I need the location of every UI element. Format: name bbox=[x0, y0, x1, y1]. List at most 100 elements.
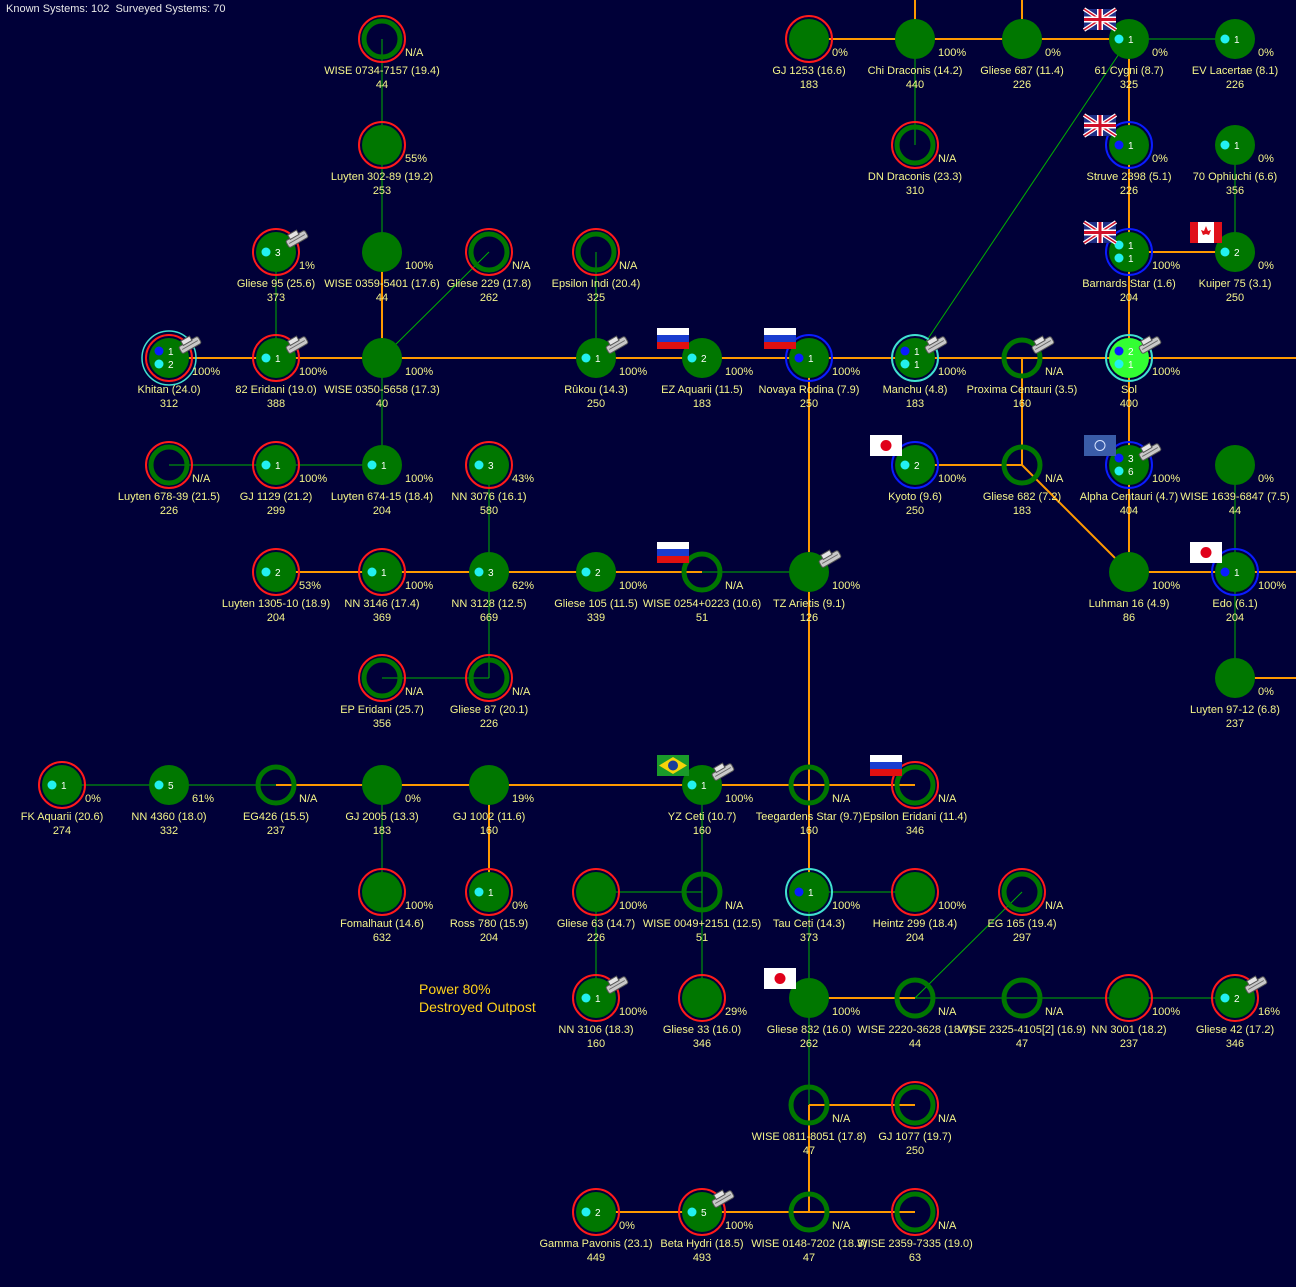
system-dndraconis[interactable]: N/ADN Draconis (23.3)310 bbox=[868, 121, 962, 197]
system-name: Tau Ceti (14.3) bbox=[773, 918, 845, 930]
system-wise0359[interactable]: 100%WISE 0359-5401 (17.6)44 bbox=[324, 232, 440, 304]
mode-label: Destroyed Outpost bbox=[419, 999, 536, 1015]
status-ring bbox=[572, 868, 620, 916]
system-population: 669 bbox=[480, 612, 498, 624]
system-gj1077[interactable]: N/AGJ 1077 (19.7)250 bbox=[878, 1081, 957, 1157]
system-wise1639[interactable]: 0%WISE 1639-6847 (7.5)44 bbox=[1180, 445, 1290, 517]
system-eg165[interactable]: N/AEG 165 (19.4)297 bbox=[987, 868, 1064, 944]
system-luyten9712[interactable]: 0%Luyten 97-12 (6.8)237 bbox=[1190, 658, 1280, 730]
system-struve2398[interactable]: 10%Struve 2398 (5.1)226 bbox=[1082, 113, 1172, 197]
star-ring bbox=[681, 551, 723, 593]
colony-count: 2 bbox=[1128, 347, 1134, 358]
system-name: EV Lacertae (8.1) bbox=[1192, 65, 1278, 77]
system-population: 237 bbox=[1226, 718, 1244, 730]
system-gj1002[interactable]: 19%GJ 1002 (11.6)160 bbox=[453, 765, 535, 837]
system-population: 226 bbox=[1013, 79, 1031, 91]
system-chidraconis[interactable]: 100%Chi Draconis (14.2)440 bbox=[868, 19, 967, 91]
colony-count: 1 bbox=[275, 461, 281, 472]
star-ring bbox=[1001, 337, 1043, 379]
colony-count: 3 bbox=[275, 248, 281, 259]
system-name: Gliese 63 (14.7) bbox=[557, 918, 635, 930]
system-fkaquarii[interactable]: 10%FK Aquarii (20.6)274 bbox=[21, 761, 104, 837]
system-ross780[interactable]: 10%Ross 780 (15.9)204 bbox=[450, 868, 528, 944]
system-luyten130510[interactable]: 253%Luyten 1305-10 (18.9)204 bbox=[222, 548, 330, 624]
system-nn3076[interactable]: 343%NN 3076 (16.1)580 bbox=[451, 441, 534, 517]
system-eperidani[interactable]: N/AEP Eridani (25.7)356 bbox=[340, 654, 424, 730]
system-gliese63[interactable]: 100%Gliese 63 (14.7)226 bbox=[557, 868, 647, 944]
system-name: WISE 0254+0223 (10.6) bbox=[643, 598, 761, 610]
system-name: WISE 2220-3628 (18.7) bbox=[857, 1024, 973, 1036]
star-disc bbox=[469, 872, 509, 912]
system-name: Epsilon Eridani (11.4) bbox=[863, 811, 967, 823]
system-name: EZ Aquarii (11.5) bbox=[661, 384, 743, 396]
system-kuiper75[interactable]: 20%Kuiper 75 (3.1)250 bbox=[1190, 222, 1274, 304]
system-gj2005[interactable]: 0%GJ 2005 (13.3)183 bbox=[345, 765, 421, 837]
survey-percent: N/A bbox=[512, 686, 531, 698]
system-luhman16[interactable]: 100%Luhman 16 (4.9)86 bbox=[1089, 552, 1181, 624]
system-nn4360[interactable]: 561%NN 4360 (18.0)332 bbox=[131, 765, 214, 837]
system-nn3128[interactable]: 362%NN 3128 (12.5)669 bbox=[451, 552, 534, 624]
star-ring bbox=[468, 657, 510, 699]
system-heintz299[interactable]: 100%Heintz 299 (18.4)204 bbox=[873, 868, 967, 944]
system-gliese33[interactable]: 29%Gliese 33 (16.0)346 bbox=[663, 974, 747, 1050]
system-gliese42[interactable]: 216%Gliese 42 (17.2)346 bbox=[1196, 973, 1280, 1050]
star-disc bbox=[362, 765, 402, 805]
colony-count: 1 bbox=[1128, 241, 1134, 252]
system-gliese95[interactable]: 31%Gliese 95 (25.6)373 bbox=[237, 227, 315, 304]
system-luyten30289[interactable]: 55%Luyten 302-89 (19.2)253 bbox=[331, 121, 433, 197]
system-gliese687[interactable]: 0%Gliese 687 (11.4)226 bbox=[980, 19, 1064, 91]
system-gliese832[interactable]: 100%Gliese 832 (16.0)262 bbox=[764, 968, 860, 1050]
system-tzarietis[interactable]: 100%TZ Arietis (9.1)126 bbox=[773, 547, 860, 624]
system-fomalhaut[interactable]: 100%Fomalhaut (14.6)632 bbox=[340, 868, 433, 944]
system-cygni61[interactable]: 10%61 Cygni (8.7)325 bbox=[1082, 7, 1168, 91]
system-population: 44 bbox=[909, 1038, 921, 1050]
system-population: 400 bbox=[1120, 398, 1138, 410]
survey-percent: 0% bbox=[1258, 686, 1274, 698]
brazil-flag-icon bbox=[657, 755, 689, 776]
system-nn3001[interactable]: 100%NN 3001 (18.2)237 bbox=[1091, 974, 1180, 1050]
system-ophiuchi70[interactable]: 10%70 Ophiuchi (6.6)356 bbox=[1193, 125, 1277, 197]
system-gammapav[interactable]: 20%Gamma Pavonis (23.1)449 bbox=[539, 1188, 653, 1264]
system-evlacertae[interactable]: 10%EV Lacertae (8.1)226 bbox=[1192, 19, 1278, 91]
system-gj1253[interactable]: 0%GJ 1253 (16.6)183 bbox=[772, 15, 848, 91]
colony-count: 1 bbox=[1128, 35, 1134, 46]
system-wise0350[interactable]: 100%WISE 0350-5658 (17.3)40 bbox=[324, 338, 440, 410]
